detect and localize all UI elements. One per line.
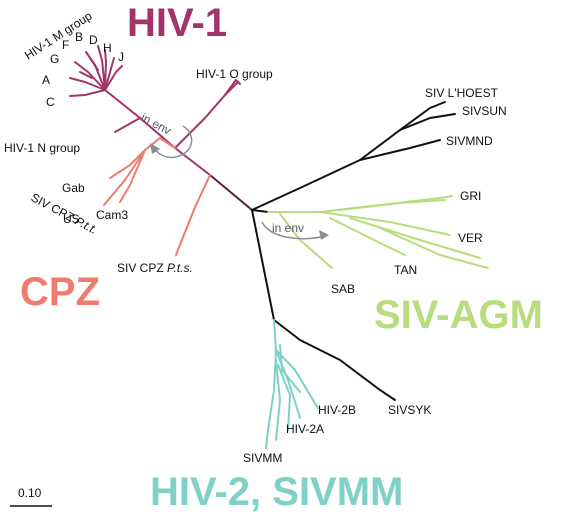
leaf-label-sivmnd: SIVMND [446,134,493,148]
branch-ver-3 [379,227,489,269]
branch-root-to-hiv2 [251,209,275,321]
group-label-hiv2-sivmm: HIV-2, SIVMM [150,470,403,512]
leaf-label-hiv-2b: HIV-2B [318,403,356,417]
in-env-arrowhead-agm [319,230,329,240]
leaf-label-tan: TAN [394,263,417,277]
in-env-annotation-agm: in env [261,221,329,240]
group-label-cpz: CPZ [20,270,100,314]
branch-o-group-leaf [224,79,241,96]
leaf-label-siv-cpz-ptt-prefix: SIV CPZ [29,190,77,224]
hiv1-branches [69,45,241,149]
branch-n-group [114,117,141,133]
branch-hiv2-stem [273,319,277,351]
leaf-label-ver: VER [458,231,483,245]
branch-sivsyk [273,319,396,401]
leaf-label-siv-cpz-ptt: SIV CPZ P.t.t. [29,190,100,237]
branch-gab [109,149,146,179]
branch-root-to-lhoest [251,129,401,211]
branch-ver-2 [349,217,481,259]
group-label-hiv1: HIV-1 [127,1,227,45]
branch-m-h [104,57,115,91]
scale-bar: 0.10 [10,486,52,507]
branch-m-c [69,89,106,97]
branch-sivmm-3 [277,364,291,431]
leaf-label-sivsyk: SIVSYK [388,403,431,417]
lhoest-branches [273,101,456,401]
leaf-label-us: US [63,212,80,226]
leaf-label-m-a: A [42,73,50,87]
leaf-label-sivsun: SIVSUN [462,104,507,118]
leaf-label-m-f: F [62,38,69,52]
branch-hiv2b [275,349,319,409]
leaf-label-sivmm: SIVMM [243,451,282,465]
branch-root-to-hiv1-node [209,174,253,211]
branch-us [103,149,146,206]
agm-branches [267,195,489,269]
backbone-branches [174,129,401,321]
scale-bar-label: 0.10 [18,486,42,500]
in-env-label-agm: in env [272,221,304,235]
branch-ver-1 [319,211,451,236]
leaf-label-gri: GRI [460,189,481,203]
branch-sivmm-1 [265,349,277,449]
cpz-branches [103,137,211,256]
branch-lhoest [399,101,446,131]
branch-m-g [74,61,106,91]
branch-m-b [97,45,106,91]
group-label-siv-agm: SIV-AGM [374,293,543,337]
leaf-label-m-g: G [50,52,59,66]
branch-sivmnd [359,139,441,161]
leaf-label-siv-cpz-pts-italic: P.t.s. [167,261,193,275]
branch-m-j [104,65,123,91]
branch-o-group [174,81,239,149]
in-env-label-hiv: in env [139,110,174,137]
leaf-label-hiv1-o-group: HIV-1 O group [196,67,273,81]
hiv2-branches [265,319,319,449]
in-env-annotation-hiv: in env [139,110,193,159]
branch-cam3 [119,149,146,203]
in-env-arrow-hiv [153,125,193,159]
branch-cpz-stem [144,137,176,151]
branch-m-a [69,77,106,91]
branch-sivsun [399,113,456,131]
branch-hiv1-node-to-center [174,147,211,176]
in-env-arrow-agm [261,221,326,240]
leaf-label-sab: SAB [331,282,355,296]
branch-m-extra1 [79,71,93,79]
leaf-label-m-d: D [89,33,98,47]
leaf-label-siv-cpz-pts-prefix: SIV CPZ [117,261,164,275]
branch-sivmm-4 [279,344,301,393]
leaf-label-m-j: J [118,50,124,64]
in-env-arrowhead-hiv [150,143,160,154]
leaf-label-m-b: B [75,30,83,44]
branch-gri-2 [339,199,446,211]
leaf-label-hiv-2a: HIV-2A [286,422,324,436]
leaf-label-m-h: H [103,41,112,55]
branch-root-to-agm [251,209,269,213]
branch-m-extra2 [89,57,99,71]
leaf-label-hiv1-n-group: HIV-1 N group [4,141,80,155]
branch-pts [175,174,211,256]
branch-sab [279,213,333,269]
leaf-label-gab: Gab [62,181,85,195]
leaf-label-cam3: Cam3 [96,208,128,222]
leaf-label-m-c: C [46,95,55,109]
leaf-label-siv-lhoest: SIV L'HOEST [425,86,499,100]
leaf-label-siv-cpz-pts: SIV CPZ P.t.s. [117,261,193,275]
branch-sivmm-2 [275,359,281,441]
branch-m-d [104,49,107,91]
branch-tan [329,217,406,256]
